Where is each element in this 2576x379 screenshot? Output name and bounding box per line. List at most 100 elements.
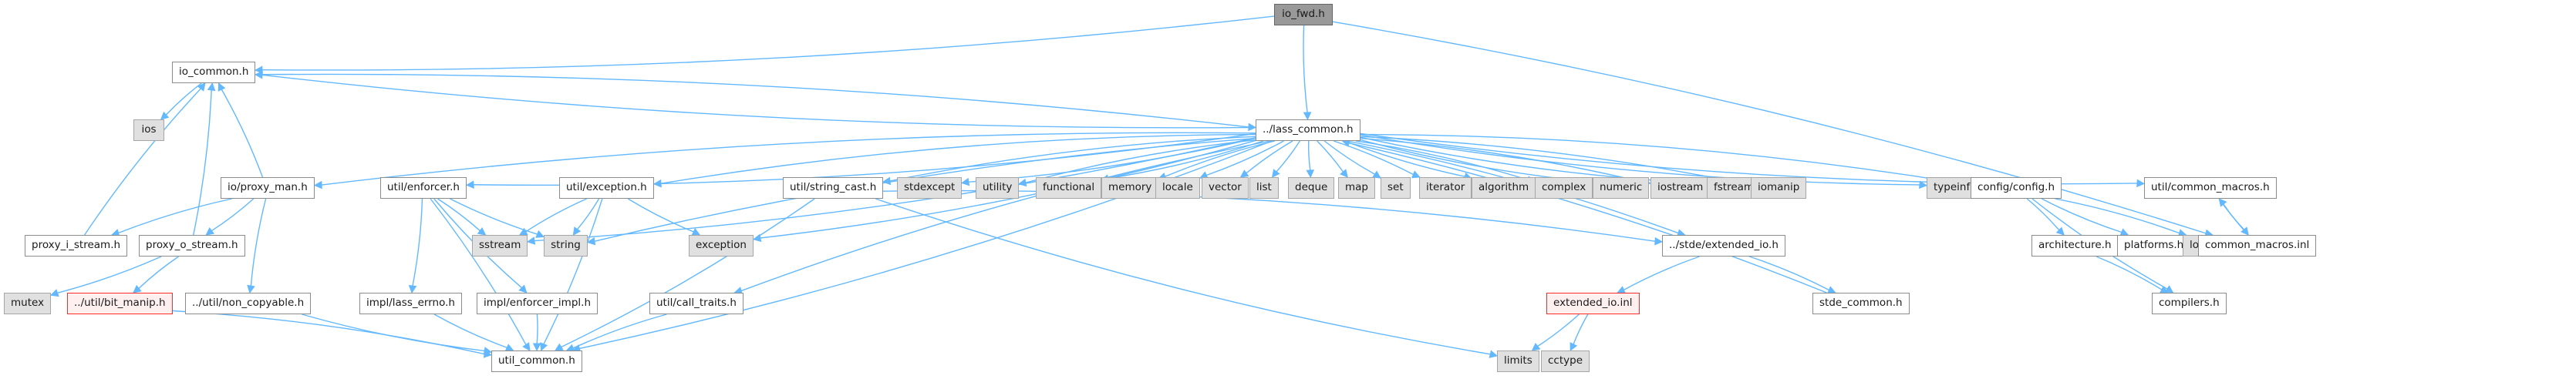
- edge-lass-common-to-list: [1276, 140, 1300, 173]
- node-non-copyable[interactable]: ../util/non_copyable.h: [185, 293, 312, 314]
- node-algorithm[interactable]: algorithm: [1472, 177, 1536, 199]
- edge-enforcer-impl-to-util-common: [536, 314, 538, 344]
- arrowhead-icon: [477, 227, 487, 236]
- edge-lass-common-to-map: [1317, 140, 1344, 173]
- edge-lass-common-to-set: [1323, 140, 1375, 175]
- node-cctype[interactable]: cctype: [1541, 350, 1590, 372]
- node-functional[interactable]: functional: [1036, 177, 1102, 199]
- edge-lass-errno-to-util-common: [433, 314, 507, 348]
- arrowhead-icon: [313, 180, 322, 190]
- node-complex[interactable]: complex: [1535, 177, 1593, 199]
- node-bit-manip[interactable]: ../util/bit_manip.h: [67, 293, 173, 314]
- edge-lass-common-to-utility: [1025, 139, 1256, 183]
- node-string[interactable]: string: [544, 235, 588, 257]
- edge-lass-common-to-deque: [1307, 140, 1311, 171]
- arrowhead-icon: [522, 342, 531, 351]
- edge-lass-common-to-functional: [1108, 140, 1264, 179]
- edge-exception-h-to-util-common: [543, 198, 603, 344]
- node-enforcer[interactable]: util/enforcer.h: [380, 177, 467, 199]
- node-sstream[interactable]: sstream: [472, 235, 528, 257]
- node-extended-io-inl[interactable]: extended_io.inl: [1546, 293, 1640, 314]
- node-vector[interactable]: vector: [1202, 177, 1249, 199]
- arrowhead-icon: [1239, 169, 1249, 178]
- arrowhead-icon: [540, 342, 548, 352]
- node-lass-common[interactable]: ../lass_common.h: [1256, 119, 1360, 141]
- arrowhead-icon: [1306, 169, 1315, 179]
- node-stde-common[interactable]: stde_common.h: [1812, 293, 1910, 314]
- node-locale[interactable]: locale: [1155, 177, 1200, 199]
- node-mutex[interactable]: mutex: [4, 293, 52, 314]
- node-common-macros-h[interactable]: util/common_macros.h: [2144, 177, 2277, 199]
- arrowhead-icon: [554, 343, 564, 351]
- node-enforcer-impl[interactable]: impl/enforcer_impl.h: [477, 293, 598, 314]
- node-deque[interactable]: deque: [1288, 177, 1335, 199]
- arrowhead-icon: [526, 236, 536, 245]
- node-set[interactable]: set: [1381, 177, 1411, 199]
- node-call-traits[interactable]: util/call_traits.h: [649, 293, 743, 314]
- edge-call-traits-to-util-common: [572, 314, 667, 349]
- node-extended-io[interactable]: ../stde/extended_io.h: [1662, 235, 1785, 257]
- edge-lass-common-to-locale: [1205, 140, 1284, 176]
- node-string-cast[interactable]: util/string_cast.h: [783, 177, 884, 199]
- node-limits[interactable]: limits: [1497, 350, 1539, 372]
- arrowhead-icon: [2164, 285, 2174, 293]
- node-io-fwd[interactable]: io_fwd.h: [1274, 4, 1333, 25]
- node-util-common[interactable]: util_common.h: [491, 350, 582, 372]
- node-numeric[interactable]: numeric: [1593, 177, 1650, 199]
- edge-lass-common-to-exception-h: [660, 133, 1256, 184]
- node-proxy-man[interactable]: io/proxy_man.h: [221, 177, 315, 199]
- arrowhead-icon: [535, 230, 545, 238]
- arrowhead-icon: [532, 343, 541, 352]
- edge-config-to-platforms: [2041, 198, 2123, 233]
- node-memory[interactable]: memory: [1101, 177, 1159, 199]
- arrowhead-icon: [1570, 342, 1578, 352]
- edge-lass-common-to-common-macros-h: [1360, 132, 2138, 185]
- node-stdexcept[interactable]: stdexcept: [897, 177, 963, 199]
- edge-lass-common-to-algorithm: [1344, 140, 1465, 177]
- edge-io-fwd-to-common-macros-inl: [1332, 21, 2207, 234]
- arrowhead-icon: [1372, 170, 1381, 179]
- node-ios[interactable]: ios: [133, 119, 164, 141]
- edge-proxy-o-stream-to-bit-manip: [138, 256, 179, 289]
- node-common-macros-inl[interactable]: common_macros.inl: [2198, 235, 2317, 257]
- node-compilers[interactable]: compilers.h: [2152, 293, 2227, 314]
- node-io-common[interactable]: io_common.h: [172, 62, 256, 83]
- node-iomanip[interactable]: iomanip: [1751, 177, 1807, 199]
- edge-lass-common-to-io-common: [261, 74, 1256, 129]
- node-lass-errno[interactable]: impl/lass_errno.h: [359, 293, 462, 314]
- node-exception-h[interactable]: util/exception.h: [559, 177, 654, 199]
- node-config[interactable]: config/config.h: [1971, 177, 2062, 199]
- node-proxy-i-stream[interactable]: proxy_i_stream.h: [25, 235, 128, 257]
- node-platforms[interactable]: platforms.h: [2117, 235, 2191, 257]
- edge-lass-common-to-string: [594, 137, 1256, 242]
- node-architecture[interactable]: architecture.h: [2031, 235, 2119, 257]
- node-list[interactable]: list: [1249, 177, 1279, 199]
- edge-lass-common-to-memory: [1165, 140, 1276, 177]
- arrowhead-icon: [254, 71, 263, 79]
- edge-lass-common-to-iomanip: [1360, 136, 1745, 185]
- edge-io-common-to-ios: [165, 82, 202, 116]
- edge-proxy-man-to-io-common: [221, 89, 264, 178]
- edge-lass-common-to-config: [1360, 133, 1964, 185]
- arrowhead-icon: [1017, 178, 1027, 187]
- arrowhead-icon: [254, 65, 263, 74]
- node-map[interactable]: map: [1338, 177, 1375, 199]
- arrowhead-icon: [1411, 170, 1421, 179]
- arrowhead-icon: [652, 179, 662, 188]
- edge-config-to-local-config: [2055, 198, 2180, 234]
- arrowhead-icon: [2055, 226, 2065, 236]
- node-proxy-o-stream[interactable]: proxy_o_stream.h: [139, 235, 245, 257]
- edge-lass-common-to-util-common: [579, 140, 1273, 350]
- node-iterator[interactable]: iterator: [1419, 177, 1472, 199]
- node-utility[interactable]: utility: [976, 177, 1020, 199]
- arrowhead-icon: [2218, 198, 2227, 207]
- edge-string-cast-to-limits: [875, 198, 1491, 355]
- edge-architecture-to-compilers: [2096, 256, 2163, 290]
- node-exception[interactable]: exception: [689, 235, 754, 257]
- edge-io-common-to-lass-common: [255, 73, 1249, 128]
- node-iostream[interactable]: iostream: [1650, 177, 1711, 199]
- arrowhead-icon: [1271, 169, 1280, 178]
- arrowhead-icon: [197, 82, 206, 92]
- arrowhead-icon: [1919, 180, 1928, 190]
